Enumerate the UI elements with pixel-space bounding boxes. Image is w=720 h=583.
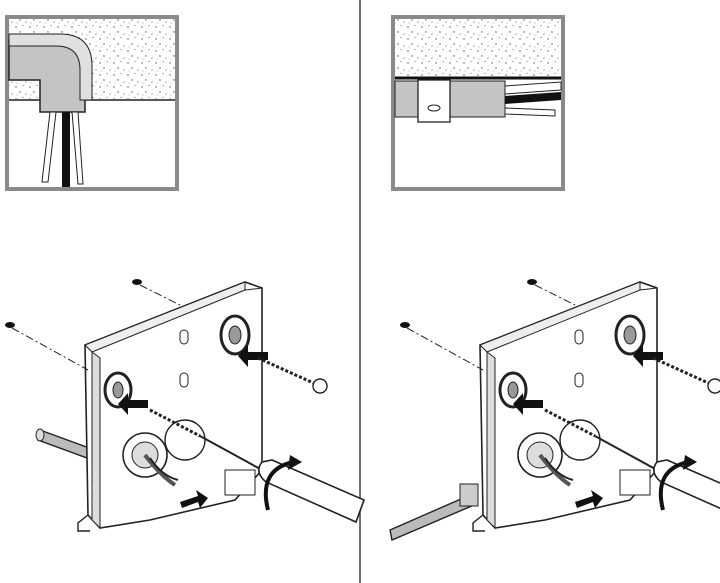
right-inset-raceway-clamp	[391, 15, 565, 191]
right-mounting-plate	[389, 277, 720, 541]
left-mounting-plate	[3, 277, 366, 533]
left-inset-conduit-elbow	[5, 15, 179, 191]
